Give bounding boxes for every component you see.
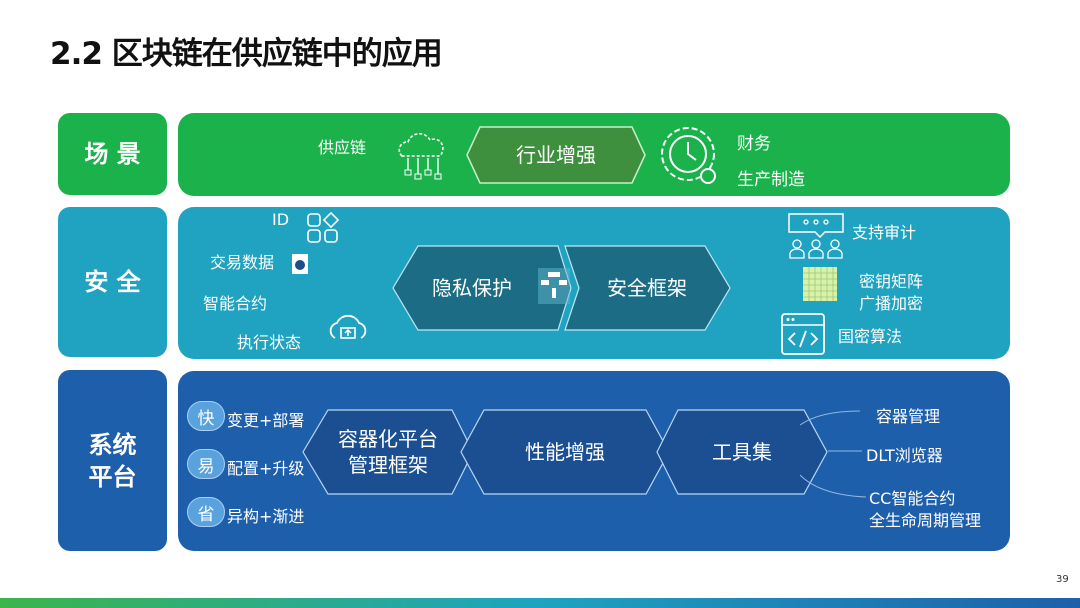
security-item-audit: 支持审计 (852, 223, 917, 242)
platform-item-lifecycle: 全生命周期管理 (869, 511, 982, 530)
platform-item-dlt-browser: DLT浏览器 (866, 446, 943, 465)
badge-easy: 易 (187, 449, 225, 479)
hex-performance: 性能增强 (460, 409, 670, 495)
page-title: 2.2 区块链在供应链中的应用 (50, 36, 443, 72)
platform-label-line2: 平台 (88, 462, 137, 491)
security-item-execution-state: 执行状态 (237, 333, 302, 352)
hex-industry-enhance-label: 行业增强 (516, 143, 596, 167)
security-item-transaction-data: 交易数据 (210, 253, 275, 272)
hex-performance-label: 性能增强 (525, 440, 605, 464)
security-item-broadcast-encryption: 广播加密 (859, 294, 924, 313)
row-label-platform: 系统 平台 (58, 370, 167, 551)
hex-security-framework: 安全框架 (553, 245, 731, 331)
security-item-national-crypto: 国密算法 (838, 327, 903, 346)
hex-toolset: 工具集 (656, 409, 828, 495)
hex-container-line2: 管理框架 (348, 453, 428, 477)
page-number: 39 (1056, 574, 1069, 585)
platform-label-line1: 系统 (88, 430, 137, 459)
key-matrix-icon (803, 267, 837, 301)
badge-save: 省 (187, 497, 225, 527)
audit-people-icon (788, 213, 844, 259)
security-item-id: ID (272, 210, 290, 229)
connector-lines (800, 410, 867, 498)
badge-save-text: 异构+渐进 (227, 507, 305, 526)
hex-container-platform: 容器化平台 管理框架 (302, 409, 474, 495)
row-label-scene: 场 景 (58, 113, 167, 195)
cloud-network-icon (398, 132, 444, 180)
cloud-upload-icon (329, 314, 367, 339)
badge-easy-text: 配置+升级 (227, 459, 305, 478)
hex-container-line1: 容器化平台 (338, 427, 438, 451)
scene-item-manufacturing: 生产制造 (737, 170, 805, 190)
platform-item-cc-contract: CC智能合约 (869, 489, 956, 508)
hex-privacy-protection-label: 隐私保护 (432, 276, 512, 300)
hex-container-platform-label: 容器化平台 管理框架 (302, 409, 474, 495)
platform-item-container-mgmt: 容器管理 (876, 407, 941, 426)
footer-gradient-bar (0, 598, 1080, 608)
row-label-security: 安 全 (58, 207, 167, 357)
gear-clock-icon (661, 127, 716, 184)
hex-industry-enhance: 行业增强 (466, 126, 646, 184)
security-item-key-matrix: 密钥矩阵 (859, 272, 924, 291)
scene-item-finance: 财务 (737, 134, 771, 154)
network-structure-icon (538, 268, 570, 304)
money-notebook-icon (292, 254, 308, 274)
badge-fast: 快 (187, 401, 225, 431)
code-window-icon (781, 313, 825, 355)
hex-toolset-label: 工具集 (712, 440, 772, 464)
hex-privacy-protection: 隐私保护 (392, 245, 572, 331)
badge-fast-text: 变更+部署 (227, 411, 305, 430)
hex-security-framework-label: 安全框架 (607, 276, 687, 300)
id-blocks-icon (307, 212, 340, 243)
security-item-smart-contract: 智能合约 (203, 294, 268, 313)
scene-item-supply-chain: 供应链 (318, 138, 367, 157)
